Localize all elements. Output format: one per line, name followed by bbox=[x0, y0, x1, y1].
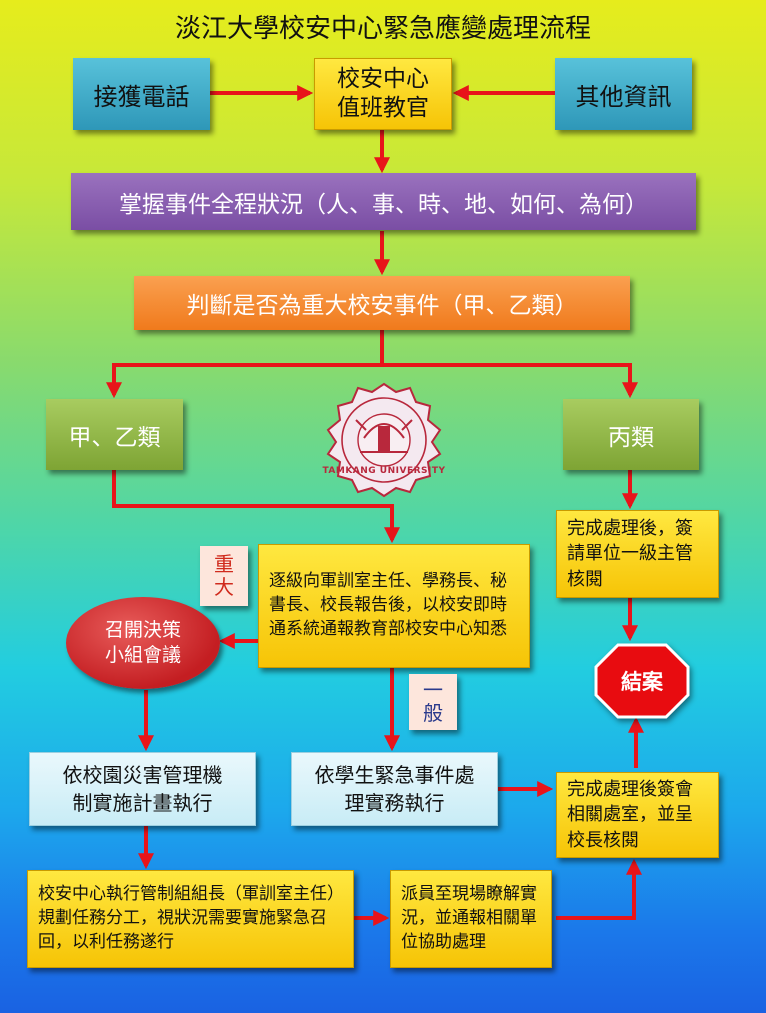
complete-meeting-box: 完成處理後簽會相關處室，並呈校長核閱 bbox=[556, 772, 719, 858]
complete-sign-box: 完成處理後，簽請單位一級主管核閱 bbox=[556, 510, 719, 598]
duty-line-1: 校安中心 bbox=[337, 66, 429, 93]
tamkang-logo: TAMKANG UNIVERSITY bbox=[320, 380, 448, 498]
major-label: 重大 bbox=[200, 546, 248, 606]
report-box: 逐級向軍訓室主任、學務長、秘書長、校長報告後，以校安即時通系統通報教育部校安中心… bbox=[258, 544, 530, 668]
judge-major-box: 判斷是否為重大校安事件（甲、乙類） bbox=[134, 276, 630, 330]
general-label: 一般 bbox=[409, 674, 457, 730]
duty-line-2: 值班教官 bbox=[337, 95, 429, 121]
student-emergency-box: 依學生緊急事件處理實務執行 bbox=[291, 752, 498, 826]
decision-meeting-ellipse: 召開決策小組會議 bbox=[66, 597, 220, 689]
close-case-octagon: 結案 bbox=[594, 643, 690, 719]
logo-arc-text: TAMKANG UNIVERSITY bbox=[322, 466, 446, 476]
duty-officer-box: 校安中心 值班教官 bbox=[314, 58, 452, 130]
class-ab-box: 甲、乙類 bbox=[46, 399, 183, 470]
grasp-situation-box: 掌握事件全程狀況（人、事、時、地、如何、為何） bbox=[71, 173, 696, 230]
close-case-label: 結案 bbox=[621, 670, 663, 694]
page-title: 淡江大學校安中心緊急應變處理流程 bbox=[174, 14, 591, 44]
dispatch-box: 派員至現場瞭解實況，並通報相關單位協助處理 bbox=[390, 870, 552, 968]
disaster-plan-box: 依校園災害管理機制實施計畫執行 bbox=[29, 752, 256, 826]
class-c-box: 丙類 bbox=[563, 399, 699, 470]
other-info-box: 其他資訊 bbox=[555, 58, 692, 130]
arrow-judge-c bbox=[382, 363, 638, 399]
arrow-judge-ab bbox=[106, 330, 384, 399]
arrow-dispatch-meeting bbox=[556, 858, 642, 920]
arrow-ab-report bbox=[112, 470, 400, 544]
phone-box: 接獲電話 bbox=[73, 58, 210, 130]
center-execution-box: 校安中心執行管制組組長（軍訓室主任）規劃任務分工，視狀況需要實施緊急召回，以利任… bbox=[27, 870, 354, 968]
